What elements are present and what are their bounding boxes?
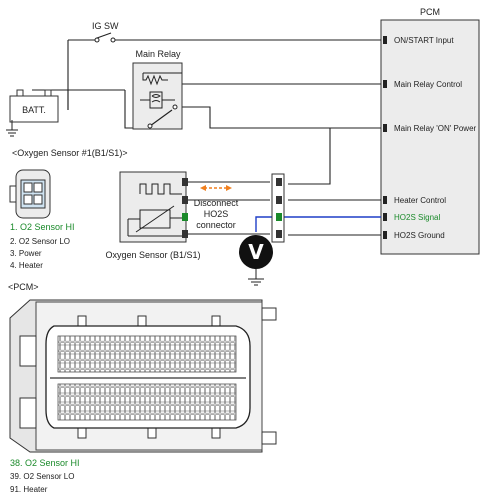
oxygen-sensor-caption: Oxygen Sensor (B1/S1): [105, 250, 200, 260]
o2-pin-4: 4. Heater: [10, 261, 43, 270]
signal-wire: [255, 216, 381, 232]
battery: [6, 89, 59, 137]
o2-pin-2: 2. O2 Sensor LO: [10, 237, 70, 246]
voltmeter-icon: [239, 235, 273, 286]
o2-connector-title: <Oxygen Sensor #1(B1/S1)>: [12, 148, 128, 158]
pcm-connector-title: <PCM>: [8, 282, 39, 292]
ig-sw-label: IG SW: [92, 21, 119, 31]
disconnect-note-line1: Disconnect: [194, 198, 239, 208]
o2-pin-1: 1. O2 Sensor HI: [10, 222, 75, 232]
pcm-pin-ho2s-ground: HO2S Ground: [394, 231, 445, 240]
pcm-pin-ho2s-signal: HO2S Signal: [394, 213, 440, 222]
wires: [32, 39, 381, 236]
pcm-connector-pin-38: 38. O2 Sensor HI: [10, 458, 80, 468]
o2-connector-face: [9, 169, 51, 219]
pcm-connector-pin-91: 91. Heater: [10, 485, 48, 494]
disconnect-note-line2: HO2S: [204, 209, 229, 219]
pcm-pin-on-start-input: ON/START Input: [394, 36, 454, 45]
disconnect-arrow-icon: [200, 185, 232, 191]
voltmeter-label: V: [248, 240, 264, 264]
pcm-pin-main-relay-on-power: Main Relay 'ON' Power: [394, 124, 477, 133]
batt-label: BATT.: [22, 105, 46, 115]
oxygen-sensor: [119, 171, 188, 243]
pcm-connector: [9, 299, 277, 453]
o2-pin-3: 3. Power: [10, 249, 42, 258]
disconnect-note-line3: connector: [196, 220, 236, 230]
pcm-pin-heater-control: Heater Control: [394, 196, 446, 205]
pcm-connector-pin-39: 39. O2 Sensor LO: [10, 472, 74, 481]
pcm-box: [380, 19, 480, 255]
ig-switch: [94, 32, 116, 43]
harness-connector: [271, 173, 285, 243]
pcm-title: PCM: [420, 7, 440, 17]
main-relay: [132, 62, 183, 130]
pcm-pin-main-relay-control: Main Relay Control: [394, 80, 462, 89]
main-relay-label: Main Relay: [135, 49, 181, 59]
